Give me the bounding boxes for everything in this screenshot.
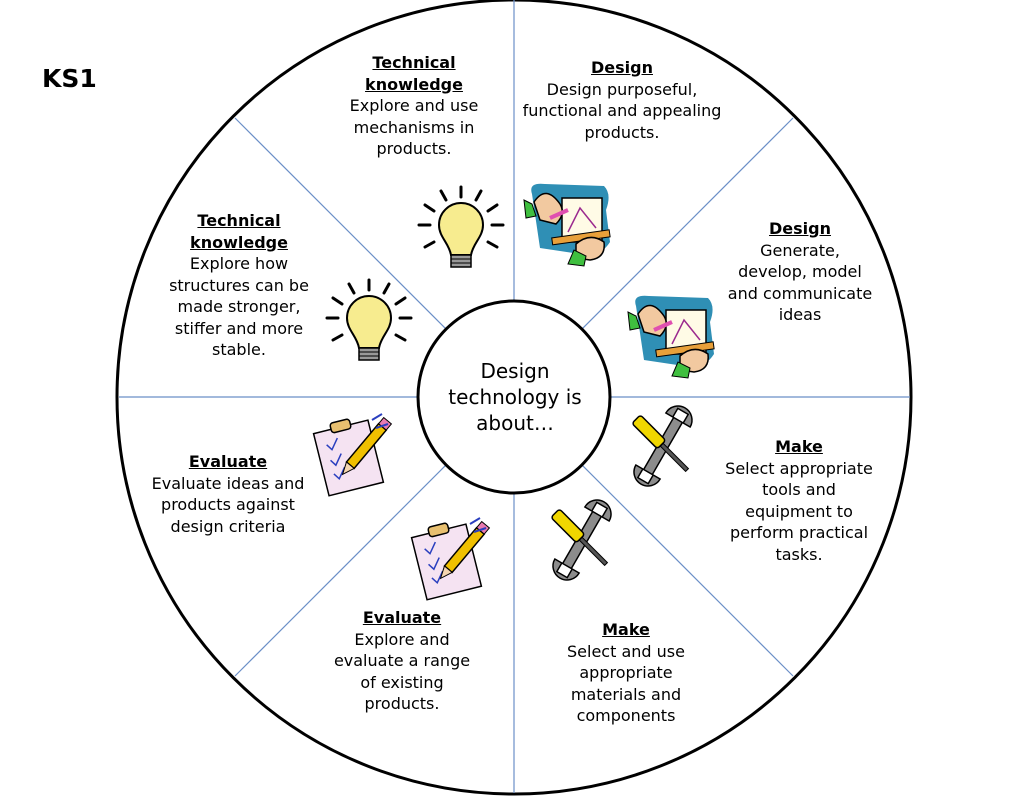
center-text: Design technology is about… — [448, 359, 582, 435]
segment-title: Make — [602, 620, 650, 639]
segment-evaluate-products: Evaluate Explore and evaluate a range of… — [322, 607, 482, 715]
segment-title: Technical knowledge — [365, 53, 463, 94]
segment-evaluate-ideas: Evaluate Evaluate ideas and products aga… — [143, 451, 313, 537]
stage-label: KS1 — [42, 64, 97, 93]
segment-description: Explore how structures can be made stron… — [169, 254, 309, 359]
segment-title: Design — [591, 58, 653, 77]
segment-description: Evaluate ideas and products against desi… — [151, 473, 305, 536]
segment-make-tools: Make Select appropriate tools and equipm… — [714, 436, 884, 565]
segment-technical-knowledge-mechanisms: Technical knowledge Explore and use mech… — [324, 52, 504, 160]
segment-description: Select and use appropriate materials and… — [567, 641, 685, 726]
segment-title: Design — [769, 219, 831, 238]
segment-description: Explore and evaluate a range of existing… — [333, 629, 471, 714]
center-circle — [416, 299, 612, 495]
segment-title: Make — [775, 437, 823, 456]
segment-title: Evaluate — [188, 452, 268, 471]
segment-description: Explore and use mechanisms in products. — [349, 96, 479, 158]
segment-design-purposeful: Design Design purposeful, functional and… — [512, 57, 732, 143]
segment-design-generate: Design Generate, develop, model and comm… — [720, 218, 880, 326]
segment-description: Select appropriate tools and equipment t… — [725, 458, 873, 564]
segment-description: Design purposeful, functional and appeal… — [522, 79, 722, 142]
segment-description: Generate, develop, model and communicate… — [727, 240, 873, 325]
segment-make-materials: Make Select and use appropriate material… — [546, 619, 706, 727]
segment-technical-knowledge-structures: Technical knowledge Explore how structur… — [149, 210, 329, 361]
segment-title: Evaluate — [362, 608, 442, 627]
segment-title: Technical knowledge — [190, 211, 288, 252]
